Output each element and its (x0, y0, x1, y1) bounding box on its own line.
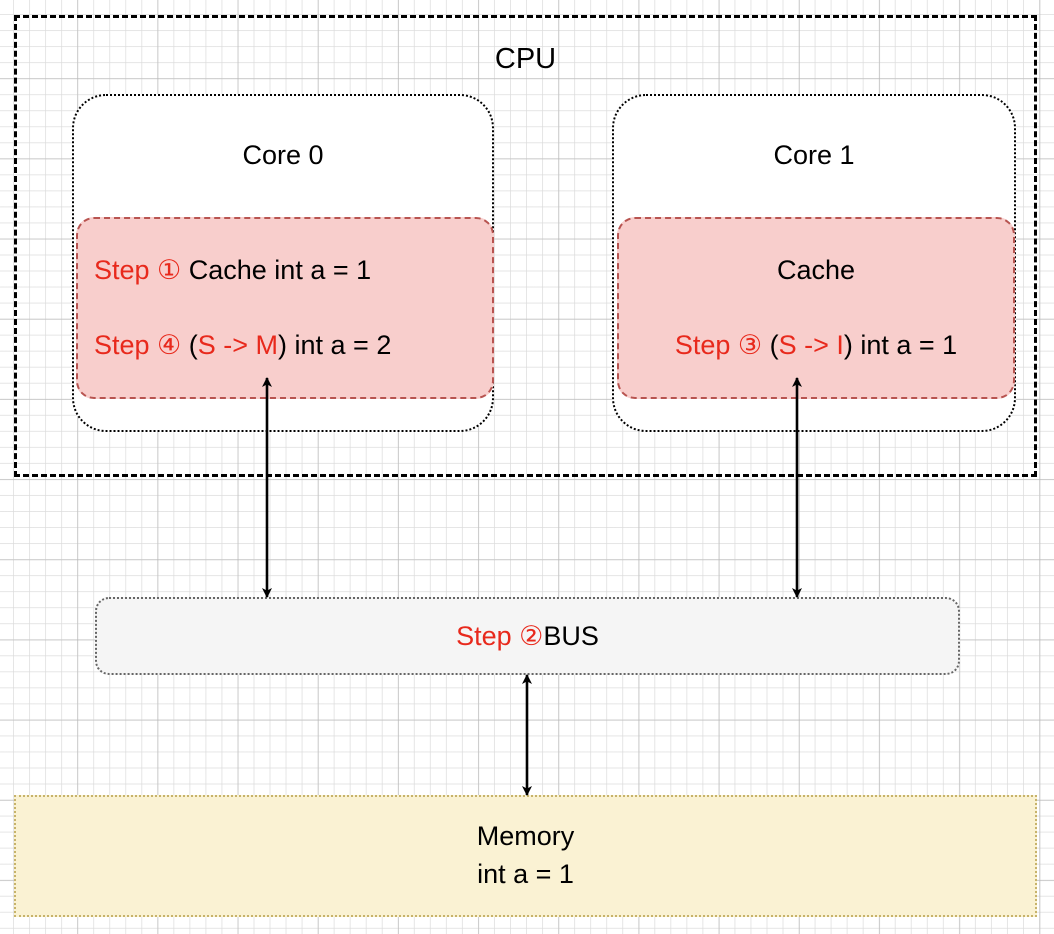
core-0-step1-label: Step ① (94, 254, 182, 285)
memory-title: Memory (476, 821, 575, 852)
core-0-cache-value-1: Cache int a = 1 (181, 254, 372, 285)
core-0-cache-value-2: ) int a = 2 (278, 329, 392, 360)
cpu-title: CPU (494, 43, 557, 75)
memory-value: int a = 1 (477, 859, 574, 889)
core-1-cache-box[interactable]: Cache Step ③ (S -> I) int a = 1 (617, 217, 1015, 399)
core-0-title: Core 0 (242, 140, 324, 170)
bus-box[interactable]: Step ② BUS (95, 597, 960, 675)
core-0-paren-open: ( (181, 329, 198, 360)
bus-step2-label: Step ② (456, 620, 544, 651)
bus-label: BUS (543, 620, 599, 651)
core-1-step3-label: Step ③ (674, 329, 763, 360)
core-0-state-transition: S -> M (197, 329, 279, 360)
core-1-cache-line-1: Cache (625, 255, 1007, 286)
core-0-box[interactable]: Core 0 Step ① Cache int a = 1 Step ④ (S … (72, 94, 494, 432)
core-0-cache-line-1: Step ① Cache int a = 1 (74, 255, 496, 286)
core-0-step4-label: Step ④ (94, 329, 182, 360)
core-0-cache-line-2: Step ④ (S -> M) int a = 2 (74, 330, 496, 361)
core-1-cache-label: Cache (776, 254, 856, 285)
memory-box[interactable]: Memory int a = 1 (14, 795, 1037, 917)
core-1-cache-line-2: Step ③ (S -> I) int a = 1 (625, 330, 1007, 361)
core-1-title: Core 1 (773, 140, 855, 170)
cpu-container[interactable]: CPU Core 0 Step ① Cache int a = 1 Step ④… (14, 15, 1037, 477)
core-0-cache-box[interactable]: Step ① Cache int a = 1 Step ④ (S -> M) i… (76, 217, 494, 399)
core-1-box[interactable]: Core 1 Cache Step ③ (S -> I) int a = 1 (612, 94, 1016, 432)
core-1-paren-open: ( (762, 329, 779, 360)
core-1-state-transition: S -> I (778, 329, 844, 360)
core-1-cache-value-1: ) int a = 1 (843, 329, 958, 360)
